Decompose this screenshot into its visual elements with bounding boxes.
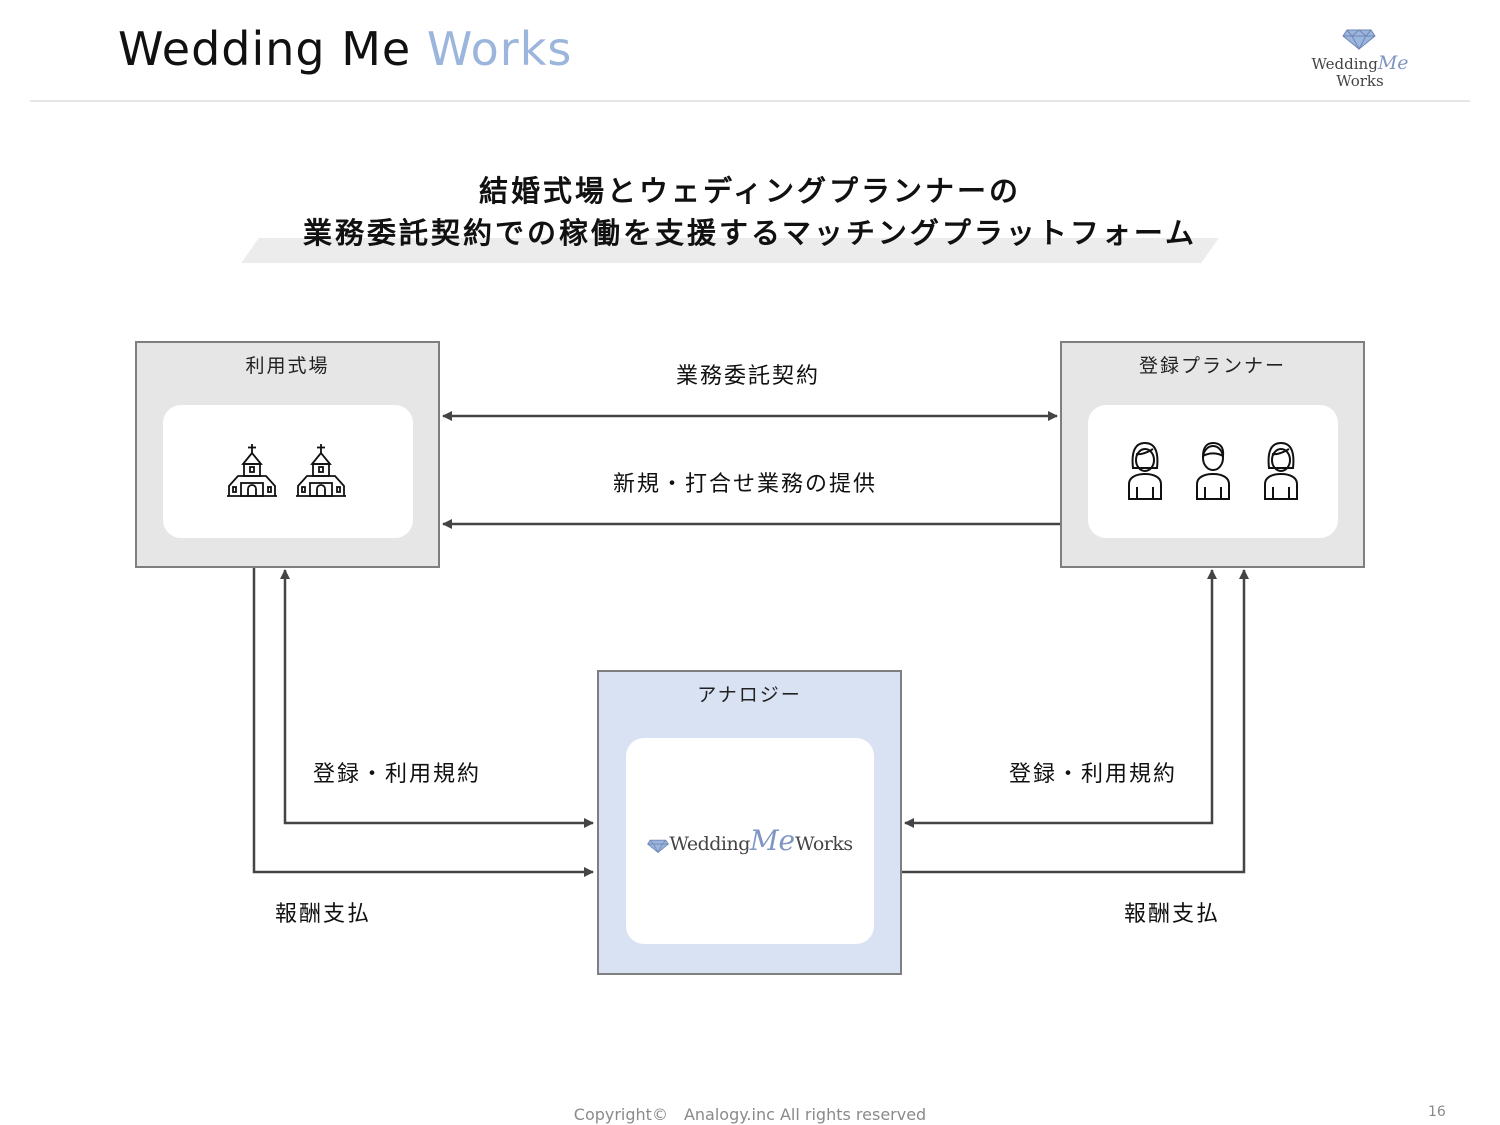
logo-word-works: Works (795, 833, 853, 855)
payment-left-arrow (252, 567, 594, 877)
payment-left-label: 報酬支払 (275, 902, 372, 927)
title-accent: Works (426, 22, 573, 76)
terms-left-label: 登録・利用規約 (313, 762, 482, 787)
wedding-me-works-logo: WeddingMeWorks (626, 824, 874, 857)
title-main: Wedding Me (118, 22, 412, 76)
page-title: Wedding Me Works (118, 22, 572, 76)
woman-icon (1128, 441, 1162, 500)
church-icon (296, 444, 346, 497)
venue-icon-panel (163, 405, 413, 538)
planner-label: 登録プランナー (1138, 355, 1286, 377)
planner-node: 登録プランナー (1060, 341, 1365, 568)
logo-word-me: Me (749, 824, 796, 857)
page-number: 16 (1428, 1104, 1446, 1120)
terms-right-arrow (904, 569, 1217, 828)
headline: 結婚式場とウェディングプランナーの 業務委託契約での稼働を支援するマッチングプラ… (200, 170, 1300, 254)
terms-left-arrow (280, 569, 594, 828)
planner-icon-panel (1088, 405, 1338, 538)
diamond-icon (1342, 29, 1376, 50)
man-icon (1196, 441, 1230, 500)
diamond-icon (647, 839, 670, 853)
logo-word-wedding: Wedding (669, 833, 750, 855)
logo-wedding: Wedding (1311, 55, 1378, 73)
payment-right-arrow (902, 569, 1249, 874)
contract-label: 業務委託契約 (676, 364, 821, 389)
logo-me: Me (1377, 52, 1409, 74)
header-divider (30, 100, 1470, 102)
woman-icon (1264, 441, 1298, 500)
terms-right-label: 登録・利用規約 (1009, 762, 1178, 787)
copyright-footer: Copyright© Analogy.inc All rights reserv… (573, 1105, 927, 1124)
provision-label: 新規・打合せ業務の提供 (613, 472, 878, 497)
payment-right-label: 報酬支払 (1124, 902, 1221, 927)
headline-line-1: 結婚式場とウェディングプランナーの (479, 174, 1021, 208)
analogy-logo-panel: WeddingMeWorks (626, 738, 874, 944)
headline-line-2: 業務委託契約での稼働を支援するマッチングプラットフォーム (303, 216, 1197, 250)
venue-label: 利用式場 (245, 355, 330, 377)
brand-logo: WeddingMe Works (1300, 26, 1420, 94)
analogy-label: アナロジー (697, 684, 802, 706)
venue-node: 利用式場 (135, 341, 440, 568)
logo-works: Works (1336, 72, 1384, 90)
church-icon (227, 444, 277, 497)
analogy-node: アナロジー WeddingMeWorks (597, 670, 902, 975)
